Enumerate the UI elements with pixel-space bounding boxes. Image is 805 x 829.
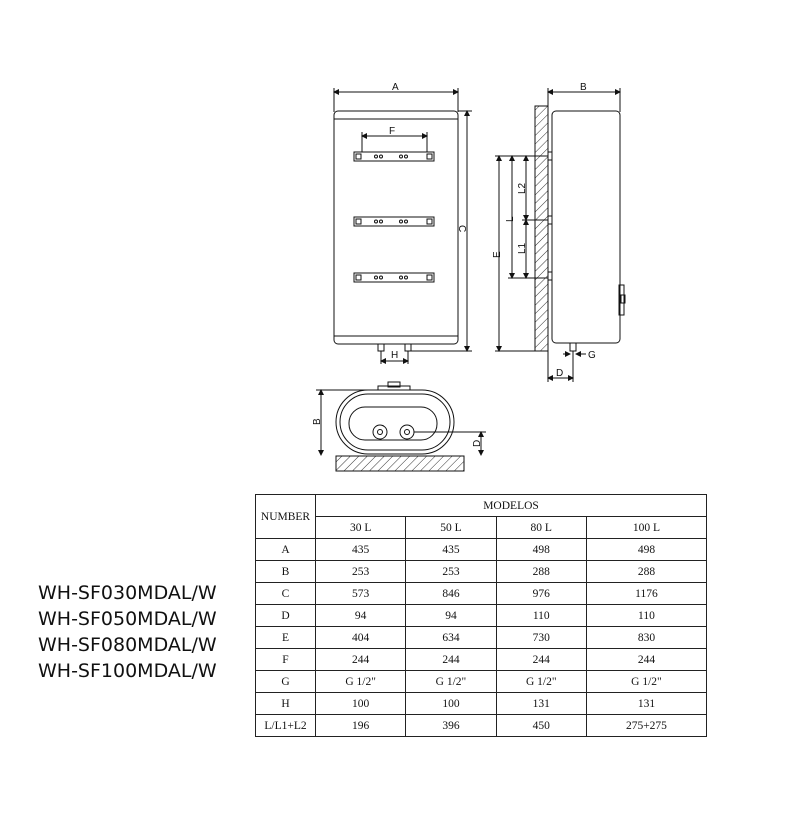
cell: G 1/2" <box>585 670 708 693</box>
column-header: 100 L <box>585 516 708 539</box>
model-name: WH-SF080MDAL/W <box>38 634 217 656</box>
cell: 1176 <box>585 582 708 605</box>
cell: 730 <box>495 626 587 649</box>
dim-label-l2: L2 <box>517 182 528 194</box>
cell: 435 <box>405 538 497 561</box>
cell: 110 <box>495 604 587 627</box>
cell: G 1/2" <box>405 670 497 693</box>
dim-label-l: L <box>505 216 516 222</box>
row-label: L/L1+L2 <box>255 714 316 737</box>
cell: 275+275 <box>585 714 708 737</box>
cell: 100 <box>314 692 407 715</box>
model-name: WH-SF100MDAL/W <box>38 660 217 682</box>
row-label: A <box>255 538 316 561</box>
cell: 435 <box>314 538 407 561</box>
row-label: H <box>255 692 316 715</box>
row-label: F <box>255 648 316 671</box>
cell: 498 <box>585 538 708 561</box>
cell: 288 <box>495 560 587 583</box>
cell: 253 <box>314 560 407 583</box>
technical-drawing: A F C <box>312 82 626 472</box>
cell: 110 <box>585 604 708 627</box>
dim-label-f: F <box>389 126 395 137</box>
cell: 396 <box>405 714 497 737</box>
cell: 100 <box>405 692 497 715</box>
dim-label-e: E <box>492 251 503 258</box>
row-label: C <box>255 582 316 605</box>
cell: 244 <box>585 648 708 671</box>
cell: 131 <box>585 692 708 715</box>
column-header: 30 L <box>314 516 407 539</box>
cell: 976 <box>495 582 587 605</box>
row-label: E <box>255 626 316 649</box>
model-name: WH-SF050MDAL/W <box>38 608 217 630</box>
dim-label-d-side: D <box>556 368 563 379</box>
dim-label-c: C <box>456 225 467 232</box>
model-list: WH-SF030MDAL/W WH-SF050MDAL/W WH-SF080MD… <box>38 580 217 684</box>
dim-label-h: H <box>391 350 398 361</box>
row-label: D <box>255 604 316 627</box>
column-header: 80 L <box>495 516 587 539</box>
cell: 244 <box>405 648 497 671</box>
model-name: WH-SF030MDAL/W <box>38 582 217 604</box>
bracket-bottom <box>353 272 435 283</box>
cell: 634 <box>405 626 497 649</box>
row-label: B <box>255 560 316 583</box>
cell: 94 <box>314 604 407 627</box>
cell: 573 <box>314 582 407 605</box>
cell: 244 <box>314 648 407 671</box>
dim-label-b-top: B <box>312 418 323 425</box>
top-view: B D <box>312 381 486 472</box>
cell: 404 <box>314 626 407 649</box>
front-view: A F C <box>333 82 472 364</box>
cell: 94 <box>405 604 497 627</box>
cell: G 1/2" <box>314 670 407 693</box>
number-header: NUMBER <box>255 494 316 539</box>
cell: 244 <box>495 648 587 671</box>
row-label: G <box>255 670 316 693</box>
cell: G 1/2" <box>495 670 587 693</box>
bracket-middle <box>353 216 435 227</box>
models-group-header: MODELOS <box>315 494 707 517</box>
dim-label-b-side: B <box>580 82 587 93</box>
dim-label-a: A <box>392 82 399 93</box>
cell: 131 <box>495 692 587 715</box>
cell: 498 <box>495 538 587 561</box>
cell: 450 <box>495 714 587 737</box>
dim-label-g: G <box>588 350 596 361</box>
cell: 253 <box>405 560 497 583</box>
dim-label-d-top: D <box>472 440 483 447</box>
dim-label-l1: L1 <box>517 242 528 254</box>
column-header: 50 L <box>405 516 497 539</box>
cell: 846 <box>405 582 497 605</box>
bracket-top <box>353 151 435 162</box>
cell: 288 <box>585 560 708 583</box>
cell: 196 <box>314 714 407 737</box>
cell: 830 <box>585 626 708 649</box>
side-view: B E L L2 L1 G D <box>492 82 626 382</box>
